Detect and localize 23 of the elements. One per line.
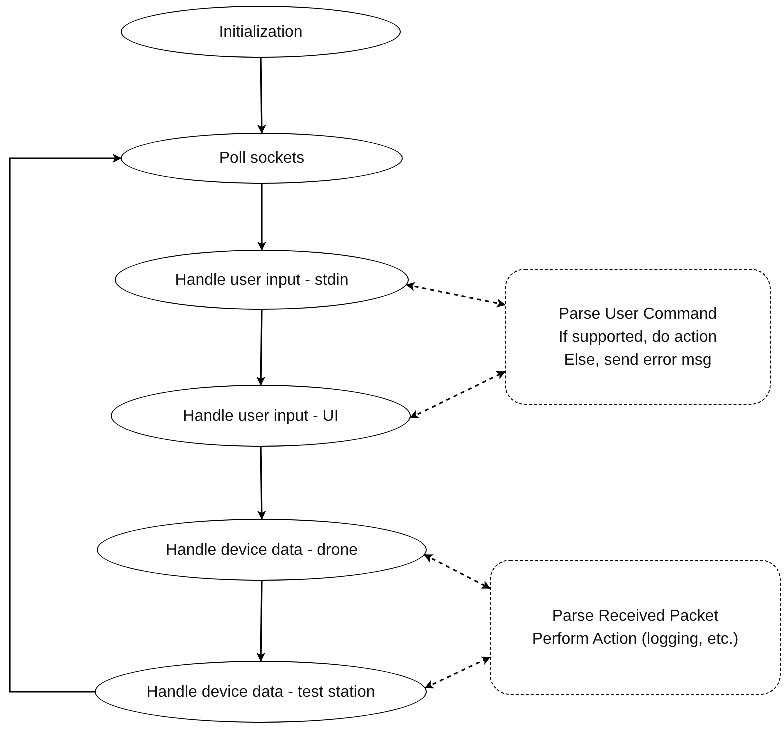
note-text: Parse Received Packet bbox=[552, 606, 719, 626]
arrow bbox=[258, 184, 266, 251]
note-text: Perform Action (logging, etc.) bbox=[532, 630, 739, 650]
step-label: Handle device data - drone bbox=[166, 540, 358, 560]
arrow bbox=[9, 154, 122, 693]
note-text: Parse User Command bbox=[558, 304, 718, 324]
dashed-arrow bbox=[424, 554, 491, 590]
step-label: Handle user input - stdin bbox=[175, 270, 349, 290]
step-label: Poll sockets bbox=[219, 149, 305, 169]
arrow bbox=[257, 446, 266, 520]
dashed-arrow bbox=[424, 656, 491, 689]
arrow bbox=[256, 310, 266, 386]
step-label: Handle user input - UI bbox=[183, 406, 339, 426]
arrow bbox=[256, 580, 266, 662]
dashed-arrow bbox=[410, 371, 506, 419]
step-label: Initialization bbox=[219, 22, 303, 42]
dashed-arrow bbox=[406, 282, 506, 308]
step-label: Handle device data - test station bbox=[146, 682, 376, 702]
note-text: If supported, do action bbox=[558, 328, 718, 348]
note-text: Else, send error msg bbox=[564, 350, 712, 370]
arrow bbox=[257, 58, 266, 134]
note-box bbox=[505, 269, 771, 405]
note-box bbox=[490, 560, 781, 695]
